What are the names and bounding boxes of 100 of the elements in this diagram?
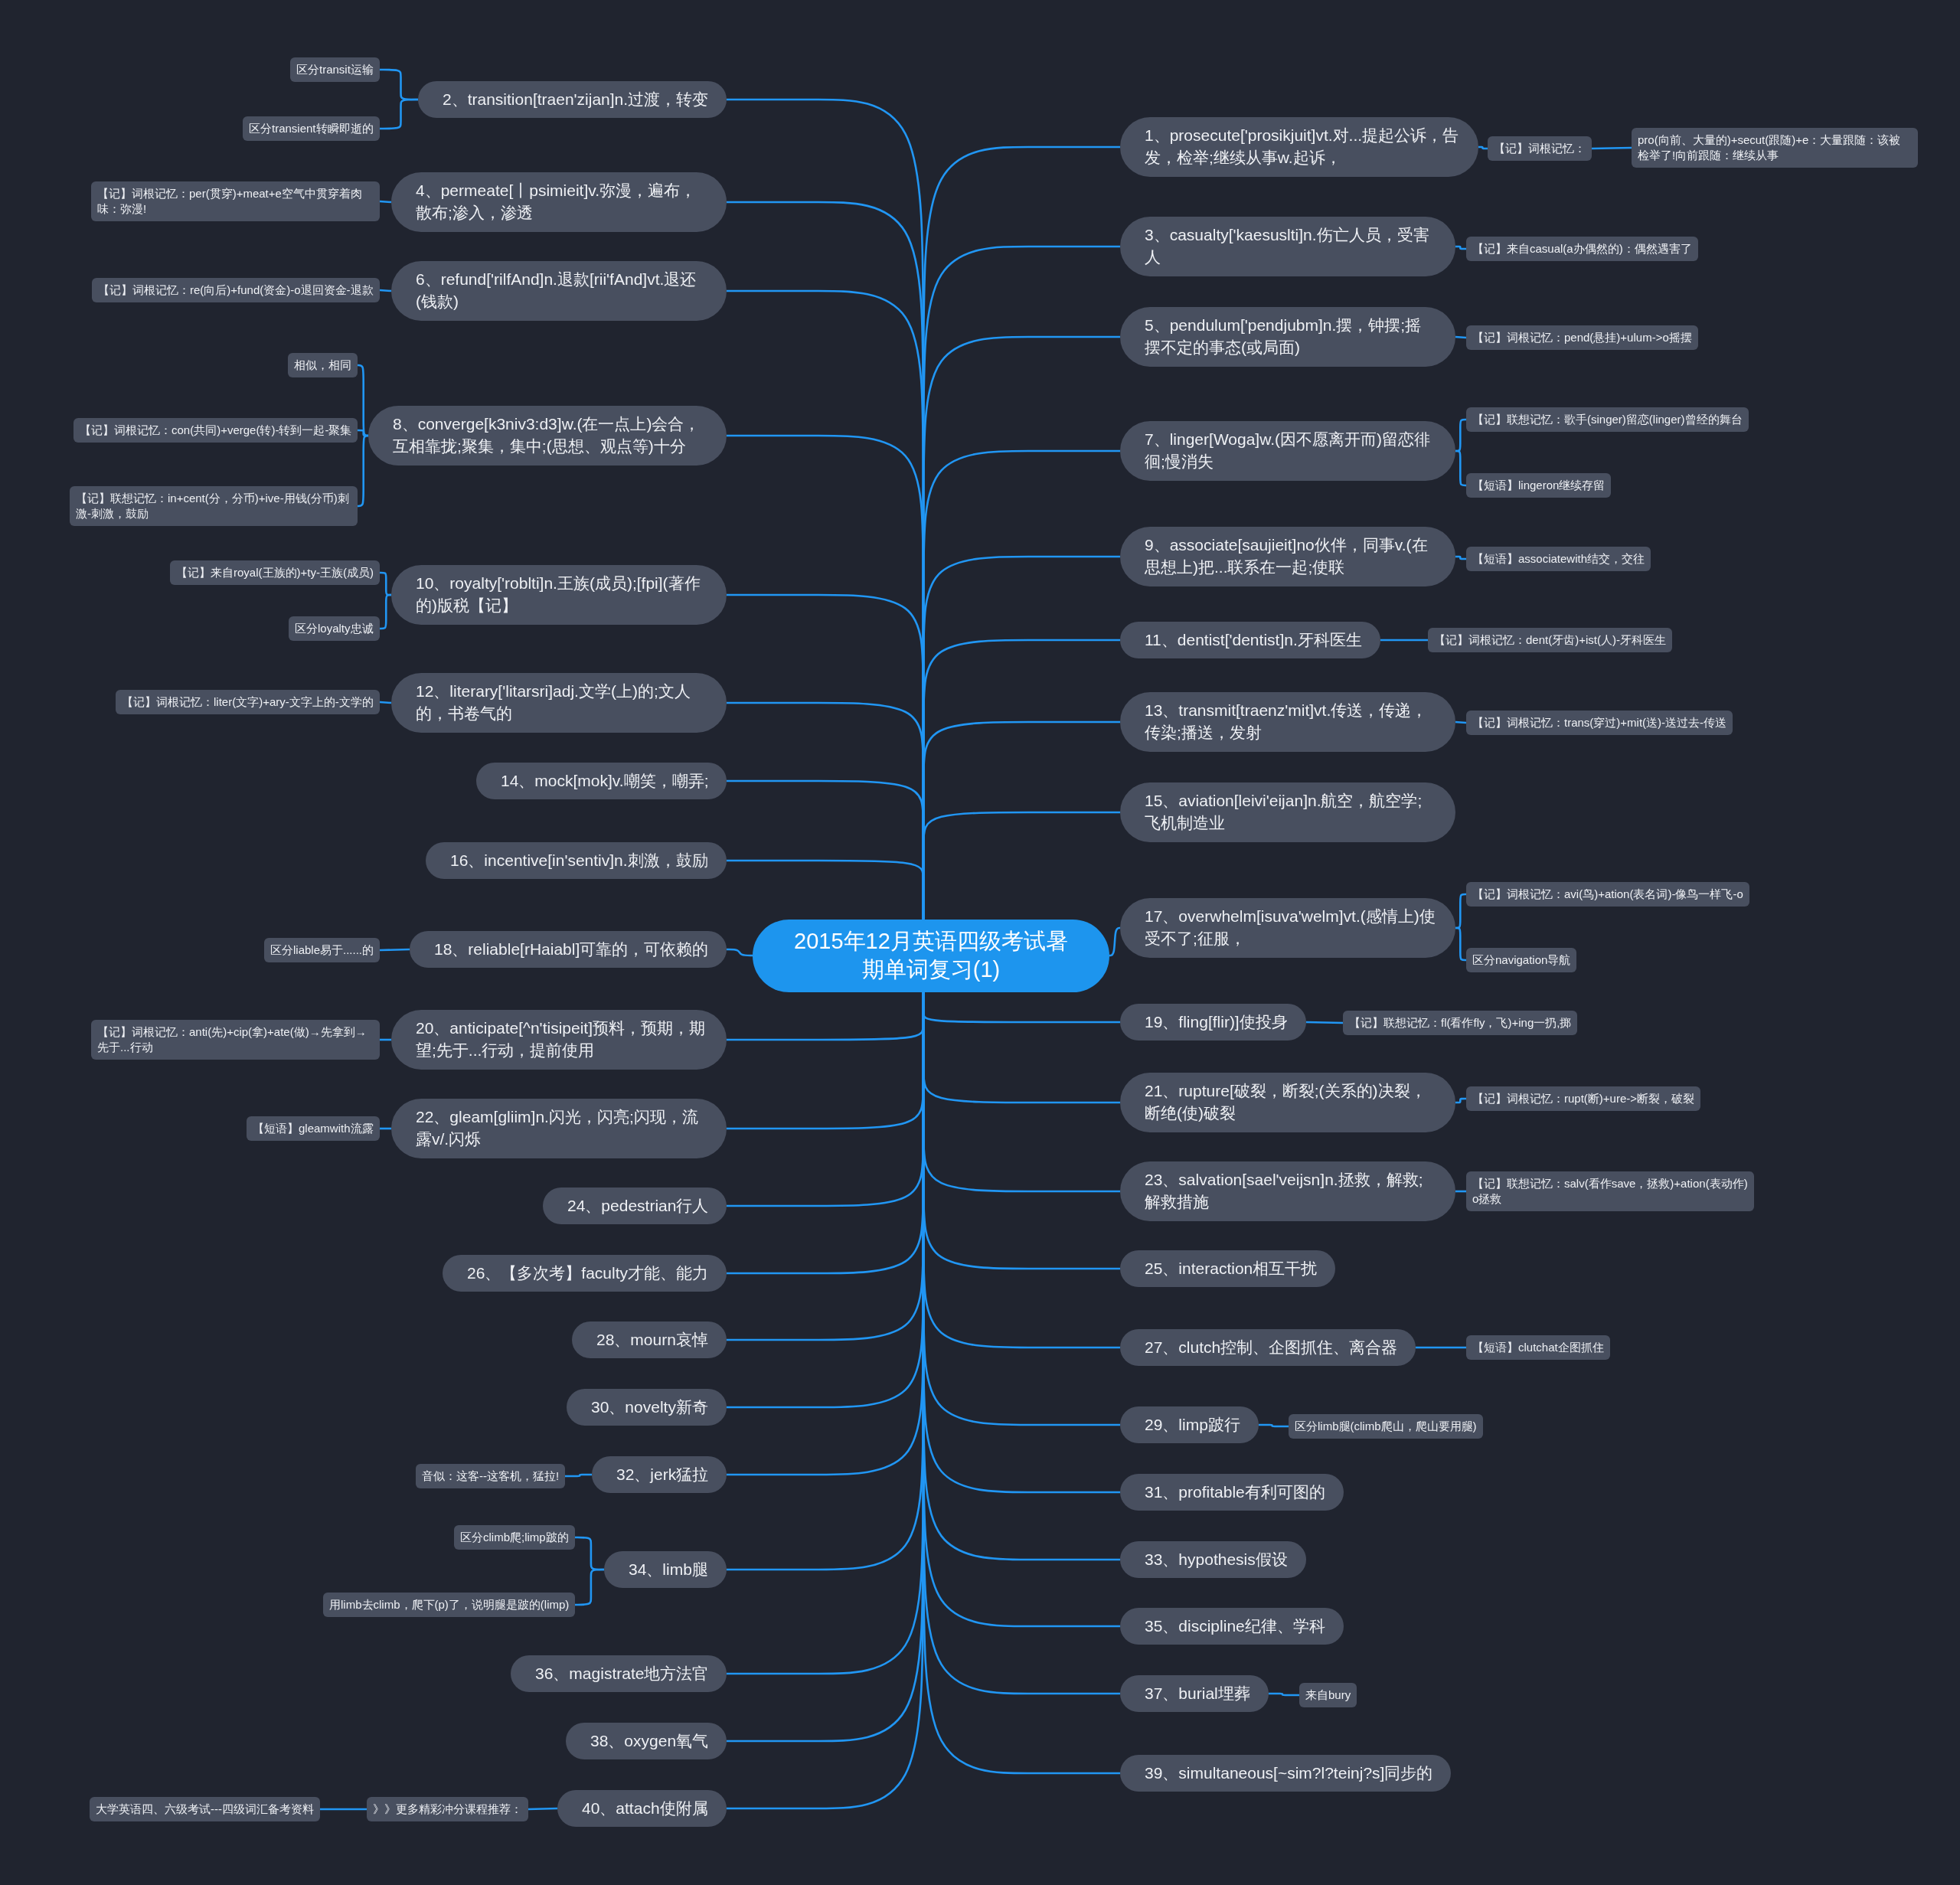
branch-line: [1455, 926, 1466, 962]
topic-node: 20、anticipate[^n'tisipeit]预料，预期，期望;先于...行动，提前使用: [391, 1010, 727, 1070]
branch-line: [1269, 1692, 1299, 1697]
topic-node: 7、linger[Woga]w.(因不愿离开而)留恋徘徊;慢消失: [1120, 421, 1455, 481]
note-node: 【记】联想记忆：歌手(singer)留恋(linger)曾经的舞台: [1466, 407, 1749, 432]
branch-line: [1455, 720, 1467, 724]
note-node: 【记】词根记忆：re(向后)+fund(资金)-o退回资金-退款: [92, 278, 380, 302]
topic-node: 5、pendulum['pendjubm]n.摆，钟摆;摇摆不定的事态(或局面): [1120, 307, 1455, 367]
topic-node: 15、aviation[leivi'eijan]n.航空，航空学;飞机制造业: [1120, 782, 1455, 842]
note-node: 区分liable易于......的: [264, 938, 381, 962]
branch-line: [1305, 1021, 1344, 1024]
note-node: 【记】词根记忆：: [1488, 136, 1592, 161]
note-node: 【短语】clutchat企图抓住: [1466, 1335, 1610, 1360]
note-node: 音似：这客--这客机，猛拉!: [416, 1464, 566, 1488]
note-node: 【记】词根记忆：dent(牙齿)+ist(人)-牙科医生: [1428, 628, 1672, 652]
topic-node: 18、reliable[rHaiabl]可靠的，可依赖的: [410, 930, 727, 969]
note-node: 来自bury: [1299, 1683, 1357, 1707]
branch-line: [1416, 1346, 1466, 1349]
topic-node: 8、converge[k3niv3:d3]w.(在一点上)会合，互相靠拢;聚集，集中;(思想、观点等)十分: [368, 406, 727, 466]
topic-node: 6、refund['rilfAnd]n.退款[rii'fAnd]vt.退还(钱款): [391, 261, 727, 321]
topic-node: 24、pedestrian行人: [543, 1187, 727, 1225]
topic-node: 39、simultaneous[~sim?l?teinj?s]同步的: [1120, 1754, 1452, 1792]
branch-line: [565, 1473, 592, 1478]
topic-node: 29、limp跛行: [1120, 1406, 1259, 1444]
topic-node: 31、profitable有利可图的: [1120, 1473, 1344, 1511]
topic-node: 25、interaction相互干扰: [1120, 1250, 1336, 1288]
note-node: 区分transit运输: [290, 57, 380, 82]
topic-node: 27、clutch控制、企图抓住、离合器: [1120, 1328, 1416, 1367]
note-node: 》》更多精彩冲分课程推荐：: [367, 1797, 528, 1821]
branch-line: [727, 948, 753, 957]
branch-line: [528, 1807, 558, 1811]
branch-line: [1455, 335, 1467, 339]
topic-node: 19、fling[flir)]使投身: [1120, 1003, 1306, 1041]
topic-node: 13、transmit[traenz'mit]vt.传送，传递，传染;播送，发射: [1120, 692, 1455, 752]
topic-node: 16、incentive[in'sentiv]n.刺激，鼓励: [426, 841, 727, 880]
topic-node: 28、mourn哀悼: [572, 1321, 727, 1359]
topic-node: 9、associate[saujieit]no伙伴，同事v.(在思想上)把...联系在一起;使联: [1120, 527, 1455, 586]
topic-node: 36、magistrate地方法官: [511, 1655, 727, 1693]
topic-node: 32、jerk猛拉: [592, 1455, 727, 1494]
branch-line: [1259, 1423, 1289, 1428]
note-node: 【记】词根记忆：con(共同)+verge(转)-转到一起-聚集: [74, 418, 358, 443]
note-node: 用limb去climb，爬下(p)了，说明腿是跛的(limp): [323, 1593, 576, 1617]
topic-node: 4、permeate[丨psimieit]v.弥漫，遍布，散布;渗入，渗透: [391, 172, 727, 232]
note-node: 【记】联想记忆：fl(看作fly，飞)+ing一扔,掷: [1343, 1011, 1578, 1035]
branch-line: [380, 593, 392, 630]
topic-node: 12、literary['litarsri]adj.文学(上)的;文人的，书卷气的: [391, 673, 727, 733]
note-node: pro(向前、大量的)+secut(跟随)+e：大量跟随：该被检举了!向前跟随：继续从事: [1632, 128, 1918, 168]
topic-node: 14、mock[mok]v.嘲笑，嘲弄;: [476, 762, 727, 800]
note-node: 【记】词根记忆：anti(先)+cip(拿)+ate(做)→先拿到→先于...行动: [91, 1020, 380, 1060]
topic-node: 17、overwhelm[isuva'welm]vt.(感情上)使受不了;征服，: [1120, 898, 1455, 958]
branch-line: [1109, 926, 1121, 957]
note-node: 区分limb腿(climb爬山，爬山要用腿): [1289, 1414, 1483, 1439]
branch-line: [1455, 1097, 1466, 1104]
note-node: 【记】来自casual(a办偶然的)：偶然遇害了: [1466, 237, 1698, 261]
central-topic: 2015年12月英语四级考试暑期单词复习(1): [753, 919, 1109, 992]
topic-node: 11、dentist['dentist]n.牙科医生: [1120, 621, 1380, 659]
topic-node: 37、burial埋葬: [1120, 1674, 1269, 1713]
note-node: 【短语】lingeron继续存留: [1466, 473, 1612, 498]
branch-line: [320, 1808, 367, 1811]
topic-node: 38、oxygen氧气: [566, 1722, 727, 1760]
note-node: 【记】词根记忆：per(贯穿)+meat+e空气中贯穿着肉味：弥漫!: [91, 181, 380, 221]
topic-node: 26、【多次考】faculty才能、能力: [443, 1254, 727, 1292]
note-node: 【记】联想记忆：in+cent(分，分币)+ive-用钱(分币)刺激-刺激，鼓励: [70, 486, 358, 526]
topic-node: 3、casualty['kaesuslti]n.伤亡人员，受害人: [1120, 217, 1455, 276]
note-node: 【记】词根记忆：rupt(断)+ure->断裂，破裂: [1466, 1086, 1701, 1111]
branch-line: [379, 200, 392, 204]
note-node: 【短语】gleamwith流露: [247, 1116, 380, 1141]
branch-line: [1455, 449, 1466, 487]
topic-node: 40、attach使附属: [557, 1789, 727, 1828]
note-node: 【记】来自royal(王族的)+ty-王族(成员): [170, 560, 380, 585]
branch-line: [575, 1568, 604, 1606]
branch-line: [379, 289, 392, 292]
topic-node: 33、hypothesis假设: [1120, 1540, 1306, 1579]
note-node: 【记】联想记忆：salv(看作save，拯救)+ation(表动作)o拯救: [1466, 1171, 1754, 1211]
topic-node: 34、limb腿: [604, 1550, 727, 1589]
topic-node: 10、royalty['roblti]n.王族(成员);[fpi](著作的)版税【记】: [391, 565, 727, 625]
note-node: 【短语】associatewith结交，交往: [1466, 547, 1651, 571]
branch-line: [379, 948, 410, 952]
topic-node: 23、salvation[sael'veijsn]n.拯救，解救;解救措施: [1120, 1161, 1455, 1221]
topic-node: 35、discipline纪律、学科: [1120, 1607, 1344, 1645]
note-node: 区分climb爬;limp跛的: [454, 1525, 575, 1550]
branch-line: [357, 434, 369, 508]
note-node: 【记】词根记忆：pend(悬挂)+ulum->o摇摆: [1466, 325, 1698, 350]
topic-node: 22、gleam[gliim]n.闪光，闪亮;闪现，流露v/.闪烁: [391, 1099, 727, 1158]
branch-line: [1380, 639, 1428, 642]
note-node: 区分transient转瞬即逝的: [243, 116, 380, 141]
branch-line: [1591, 146, 1632, 150]
topic-node: 21、rupture[破裂，断裂;(关系的)决裂，断绝(使)破裂: [1120, 1073, 1455, 1132]
note-node: 区分navigation导航: [1466, 948, 1577, 972]
note-node: 【记】词根记忆：liter(文字)+ary-文字上的-文学的: [116, 690, 380, 714]
note-node: 大学英语四、六级考试---四级词汇备考资料: [90, 1797, 320, 1821]
topic-node: 2、transition[traen'zijan]n.过渡，转变: [418, 80, 727, 119]
note-node: 区分loyalty忠诚: [289, 616, 380, 641]
branch-line: [357, 364, 369, 437]
note-node: 相似，相同: [288, 353, 358, 377]
branch-line: [727, 859, 925, 920]
note-node: 【记】词根记忆：trans(穿过)+mit(送)-送过去-传送: [1466, 711, 1733, 735]
topic-node: 30、novelty新奇: [567, 1388, 727, 1426]
branch-line: [379, 701, 392, 704]
branch-line: [380, 98, 418, 130]
